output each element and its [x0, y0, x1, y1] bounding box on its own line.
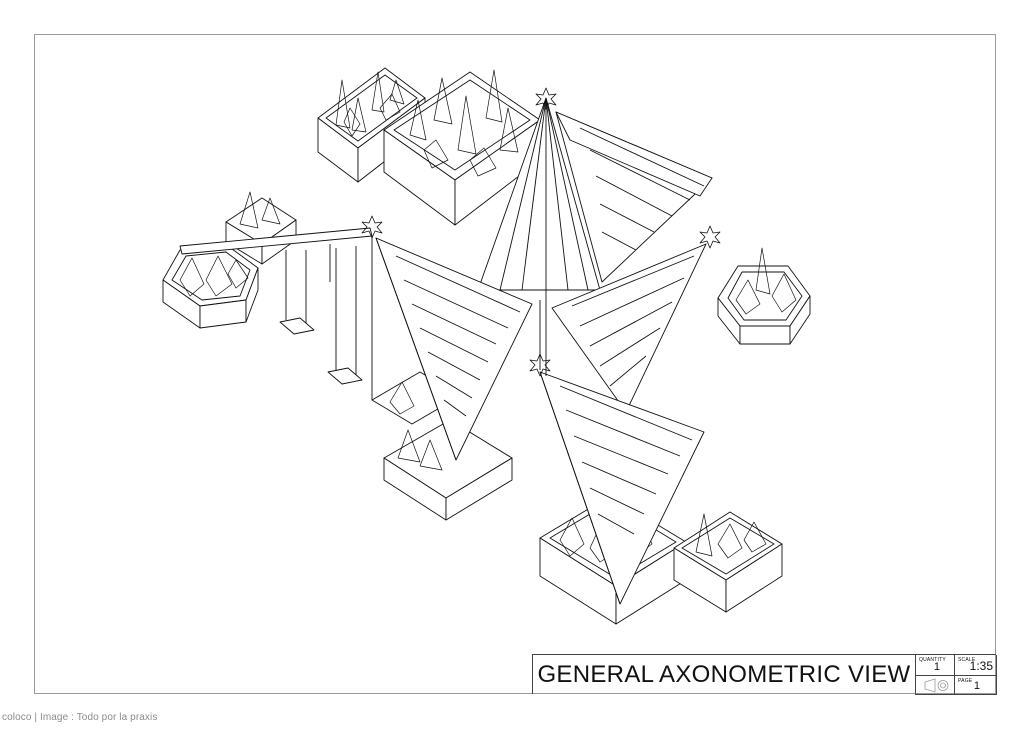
- quantity-cell: QUANTITY 1: [916, 655, 955, 676]
- crystal-plants: [389, 381, 443, 471]
- central-mast: [539, 300, 547, 376]
- canopy-east: [551, 243, 707, 413]
- planter-top-center: [383, 71, 541, 226]
- scale-label: SCALE: [958, 657, 976, 663]
- crystal-plants: [239, 191, 281, 229]
- drawing-title: GENERAL AXONOMETRIC VIEW: [533, 655, 916, 695]
- crystal-plants: [179, 255, 249, 297]
- scale-value: 1:35: [969, 659, 993, 673]
- drawing-border: [34, 34, 996, 694]
- page-label: PAGE: [958, 678, 973, 684]
- page-value: 1: [973, 680, 980, 692]
- canopy-north-east: [555, 111, 713, 283]
- image-credit: coloco | Image : Todo por la praxis: [2, 712, 158, 723]
- first-angle-projection-icon: [924, 678, 949, 693]
- planter-bottom-right: [673, 511, 783, 613]
- quantity-value: 1: [933, 661, 940, 673]
- canopy-north: [477, 97, 601, 300]
- canopy-south: [539, 371, 705, 605]
- page-cell: PAGE 1: [955, 676, 997, 695]
- projection-cell: [916, 676, 955, 695]
- title-block: GENERAL AXONOMETRIC VIEW QUANTITY 1 SCAL…: [532, 654, 997, 695]
- quantity-label: QUANTITY: [919, 657, 946, 663]
- planter-right-hex: [717, 265, 811, 345]
- scale-cell: SCALE 1:35: [955, 655, 997, 676]
- crystal-plants: [335, 71, 405, 137]
- canopy-west: [375, 237, 533, 461]
- swing-frame: [179, 227, 373, 400]
- crystal-plants: [409, 69, 519, 177]
- mast-finials: [361, 87, 721, 377]
- crystal-plants: [735, 247, 797, 315]
